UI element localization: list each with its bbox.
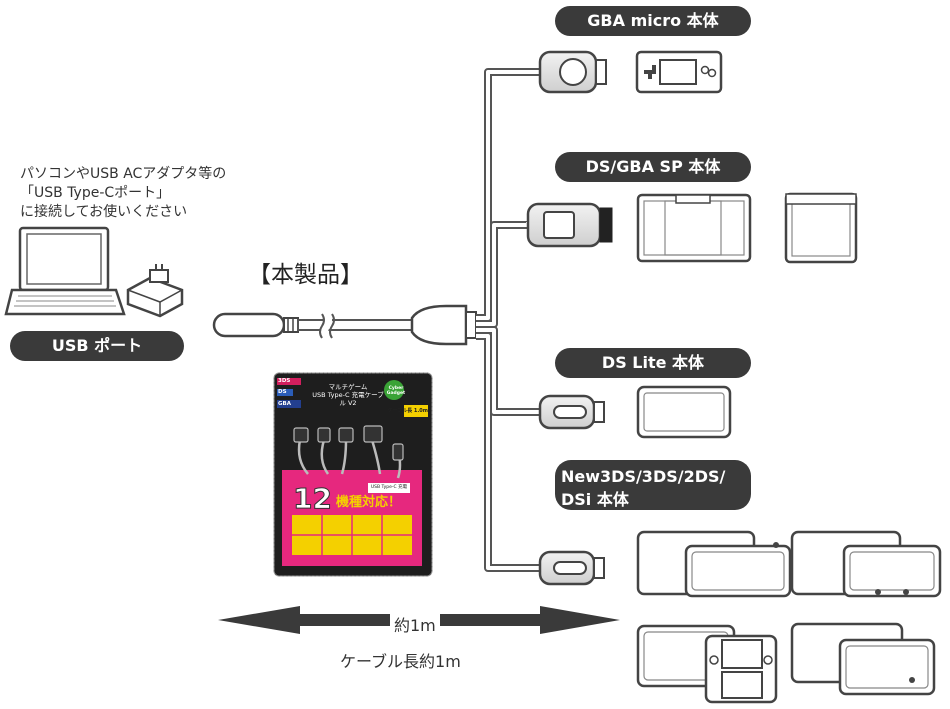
usb-note-line3: に接続してお使いください (20, 204, 188, 220)
gba-sp-device-icon (784, 192, 858, 264)
gba-micro-device-icon (635, 50, 723, 94)
cable-length-full: ケーブル長約1m (340, 652, 461, 671)
ac-adapter-icon (126, 264, 184, 318)
target-3ds-line1: New3DS/3DS/2DS/ (561, 467, 726, 486)
ds-lite-connector (538, 394, 605, 430)
package-length-tag: ケーブル長 1.0m (387, 408, 428, 414)
package-usb-tag: USB Type-C 充電 (370, 485, 408, 490)
package-title: マルチゲーム USB Type-C 充電ケーブル V2 (312, 383, 384, 407)
target-label-3ds-family: New3DS/3DS/2DS/ DSi 本体 (555, 460, 751, 510)
target-3ds-line2: DSi 本体 (561, 490, 629, 509)
product-package (273, 372, 433, 577)
2ds-device-icon (704, 634, 778, 704)
target-label-ds-gba-sp: DS/GBA SP 本体 (555, 152, 751, 182)
package-badge-text: 機種対応！ (336, 495, 402, 510)
gba-micro-connector (538, 50, 607, 94)
target-label-gba-micro: GBA micro 本体 (555, 6, 751, 36)
package-tag-3ds: 3DS (278, 378, 291, 384)
3ds-connector (538, 550, 605, 586)
usb-c-plug (212, 312, 299, 338)
usb-note-line1: パソコンやUSB ACアダプタ等の (20, 166, 227, 182)
package-brand: Cyber Gadget (386, 386, 406, 396)
usb-note-line2: 「USB Type-Cポート」 (20, 185, 171, 201)
3ds-device-icon (790, 530, 942, 598)
package-title-line1: マルチゲーム (328, 383, 368, 391)
dsi-device-icon (790, 622, 936, 696)
splitter-hub (410, 304, 477, 346)
usb-port-label: USB ポート (10, 331, 184, 361)
ds-device-icon (636, 193, 752, 263)
usb-port-note: パソコンやUSB ACアダプタ等の 「USB Type-Cポート」 に接続してお… (20, 165, 226, 222)
new3ds-device-icon (636, 530, 792, 598)
target-label-ds-lite: DS Lite 本体 (555, 348, 751, 378)
package-tag-gba: GBA (278, 401, 291, 407)
ds-gba-sp-connector (526, 202, 613, 248)
product-label: 【本製品】 (248, 262, 363, 288)
package-title-line2: USB Type-C 充電ケーブル V2 (312, 391, 384, 407)
package-badge-number: 12 (293, 482, 333, 515)
ds-lite-device-icon (636, 385, 732, 439)
main-cable (297, 311, 419, 341)
cable-length-short: 約1m (390, 612, 440, 636)
laptop-icon (4, 226, 126, 316)
package-tag-ds: DS (278, 389, 287, 395)
